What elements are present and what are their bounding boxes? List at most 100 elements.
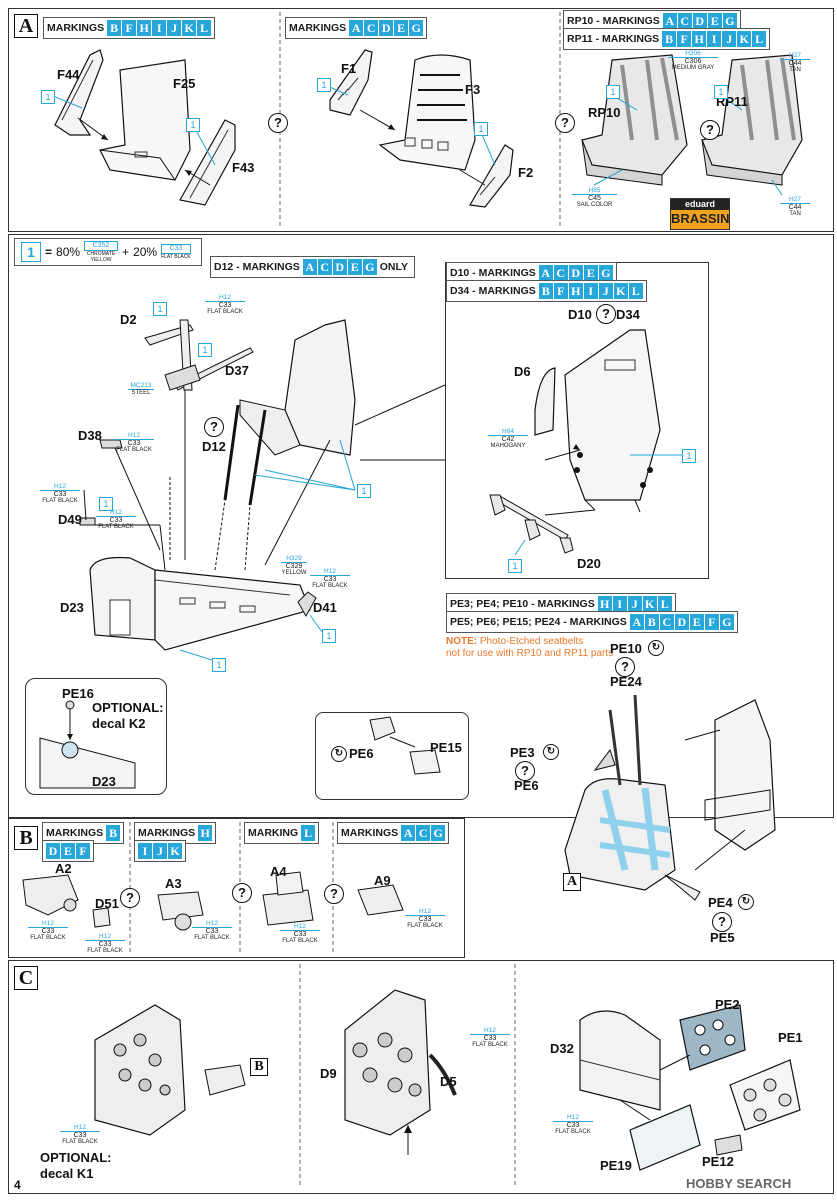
marking-letter: G [598,265,613,281]
decal-text: decal K2 [92,716,146,731]
part-label-pe10: PE10 [610,641,642,656]
color-name: FLAT BLACK [472,1042,508,1048]
color-mix-legend: 1 = 80% C352 CHROMATE YELLOW + 20% C33 F… [14,238,202,266]
color-code-alt: C44 [788,204,802,211]
watermark-text: HOBBY SEARCH [686,1176,792,1191]
color-code: H12 [114,432,154,440]
marking-letter: C [677,13,692,29]
color-code-alt: C33 [73,1132,87,1139]
marking-letter: A [302,259,317,275]
color-ref-h12: H12 C33 FLAT BLACK [205,294,245,316]
marking-letter: D [568,265,583,281]
marking-letter: G [409,20,424,36]
question-circle-icon: ? [712,912,732,932]
marking-letter: E [61,843,75,859]
legend-name2: FLAT BLACK [161,254,191,260]
question-circle-icon: ? [615,657,635,677]
color-name: FLAT BLACK [407,923,443,929]
marking-letter: H [198,825,213,841]
marking-letter: E [347,259,362,275]
color-code: H306 [668,50,718,58]
marking-letter: I [138,843,152,859]
color-ref-h84: H84 C42 MAHOGANY [488,428,528,450]
marking-letter: D [692,13,707,29]
part-label-d41: D41 [313,600,337,615]
color-name: FLAT BLACK [87,948,123,954]
marking-letter: D [332,259,347,275]
color-name: TAN [789,67,801,73]
color-ref-rp10-top: H306 C306 MEDIUM GRAY [668,50,718,72]
color-code-badge-icon: 1 [99,497,113,511]
rotate-arrow-icon: ↻ [543,744,559,760]
part-label-d23-inset: D23 [92,774,116,789]
legend-code1: C352 [84,241,119,251]
optional-text: OPTIONAL: [40,1150,112,1165]
markings-label: RP10 - MARKINGS [567,15,660,27]
markings-box-b3: MARKING L [244,822,320,844]
part-label-f1: F1 [341,61,357,76]
marking-letter: I [583,283,598,299]
color-code: H84 [488,428,528,436]
color-code-badge-icon: 1 [41,90,55,104]
color-code-badge-icon: 1 [317,78,331,92]
marking-letter: C [553,265,568,281]
marking-letter: F [677,31,692,47]
color-name: TAN [789,211,801,217]
color-code-alt: C33 [483,1035,497,1042]
color-code: H12 [40,483,80,491]
color-ref-h12: H12 C33 FLAT BLACK [405,908,445,930]
marking-letter: A [349,20,364,36]
marking-letter: B [662,31,677,47]
color-code-alt: C33 [53,491,67,498]
logo-top-text: eduard [671,199,729,210]
seat-with-pe-belts-drawing [564,694,776,901]
part-label-pe6-b: PE6 [514,778,539,793]
section-b-parts-drawing [22,871,404,931]
legend-color2: C33 FLAT BLACK [161,244,191,260]
marking-letter: C [416,825,431,841]
legend-name1: CHROMATE YELLOW [86,251,116,263]
rotate-arrow-icon: ↻ [331,746,347,762]
part-label-pe2: PE2 [715,997,740,1012]
seat-parts-f44-f25-f43-drawing [52,49,236,206]
marking-letter: B [644,614,659,630]
question-circle-icon: ? [268,113,288,133]
color-code: H329 [281,555,307,563]
part-label-f43: F43 [232,160,255,175]
color-name: MEDIUM GRAY [671,65,715,71]
color-code-alt: C33 [293,931,307,938]
color-code-badge-icon: 1 [212,658,226,672]
marking-letter: J [598,283,613,299]
markings-label: MARKINGS [46,827,104,839]
part-label-f2: F2 [518,165,534,180]
markings-label: MARKING [248,827,299,839]
part-label-rp10: RP10 [588,105,621,120]
page-number: 4 [14,1178,21,1192]
color-code-badge-icon: 1 [714,85,728,99]
markings-label: D10 - MARKINGS [450,267,536,279]
marking-letter: H [597,596,612,612]
marking-letter: G [362,259,377,275]
step-a-ref-label: A [563,873,581,891]
color-code-alt: C306 [684,58,702,65]
color-code: H12 [96,509,136,517]
color-ref-rp10-bottom: H85 C45 SAIL COLOR [572,187,617,209]
color-ref-h12: H12 C33 FLAT BLACK [310,568,350,590]
color-ref-h12: H12 C33 FLAT BLACK [96,509,136,531]
note-strong: NOTE: [446,636,478,647]
question-circle-icon: ? [232,883,252,903]
color-code: H85 [572,187,617,195]
legend-badge: 1 [21,242,41,262]
color-code: MC213 [128,382,154,390]
marking-letter: J [627,596,642,612]
color-name: FLAT BLACK [194,935,230,941]
